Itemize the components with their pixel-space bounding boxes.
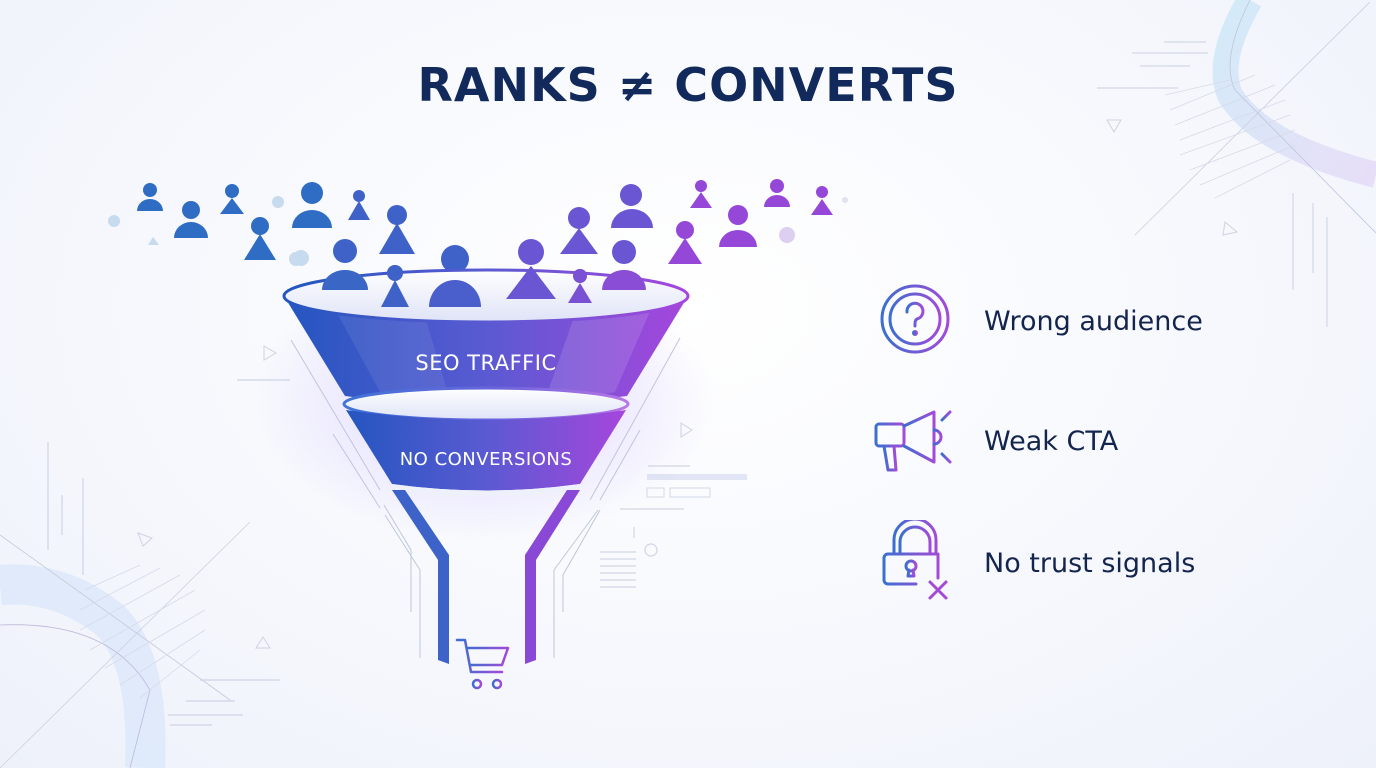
funnel-top-label: SEO TRAFFIC <box>415 351 557 375</box>
funnel-bottom-label: NO CONVERSIONS <box>399 449 573 470</box>
lock-x-icon <box>872 520 958 606</box>
megaphone-icon <box>872 398 958 484</box>
issue-weak-cta: Weak CTA <box>872 398 1118 484</box>
funnel <box>282 265 690 664</box>
issue-label: Wrong audience <box>984 305 1203 337</box>
issue-label: Weak CTA <box>984 425 1119 457</box>
target-question-icon <box>872 278 958 364</box>
issue-wrong-audience: Wrong audience <box>872 278 1203 364</box>
shopping-cart-icon <box>455 638 510 690</box>
issue-no-trust-signals: No trust signals <box>872 520 1195 606</box>
page-title: RANKS ≠ CONVERTS <box>417 58 959 112</box>
issue-label: No trust signals <box>984 547 1196 579</box>
